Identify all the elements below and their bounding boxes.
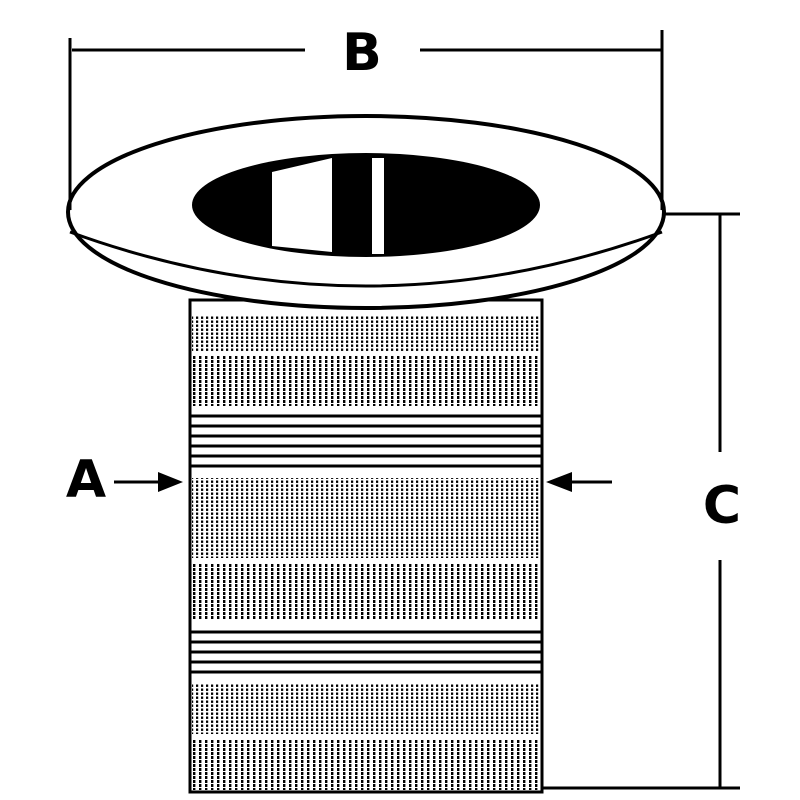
perforation-band (192, 684, 540, 734)
flange (66, 114, 666, 310)
label-b: B (342, 23, 382, 83)
arrowhead-icon (158, 472, 183, 492)
perforation-band (192, 316, 540, 352)
perforation-band (192, 356, 540, 406)
arrowhead-icon (546, 472, 572, 492)
dimension-c (542, 212, 740, 790)
label-c: C (703, 476, 741, 536)
label-a: A (66, 450, 106, 510)
perforation-band (192, 740, 540, 790)
perforation-band (192, 478, 540, 558)
rib-band-upper (190, 414, 542, 468)
dimension-b (68, 30, 664, 210)
dimension-a (114, 472, 612, 492)
flange-opening (192, 153, 540, 257)
perforation-band (192, 564, 540, 620)
rib-band-lower (190, 630, 542, 674)
strainer-body (188, 298, 544, 794)
